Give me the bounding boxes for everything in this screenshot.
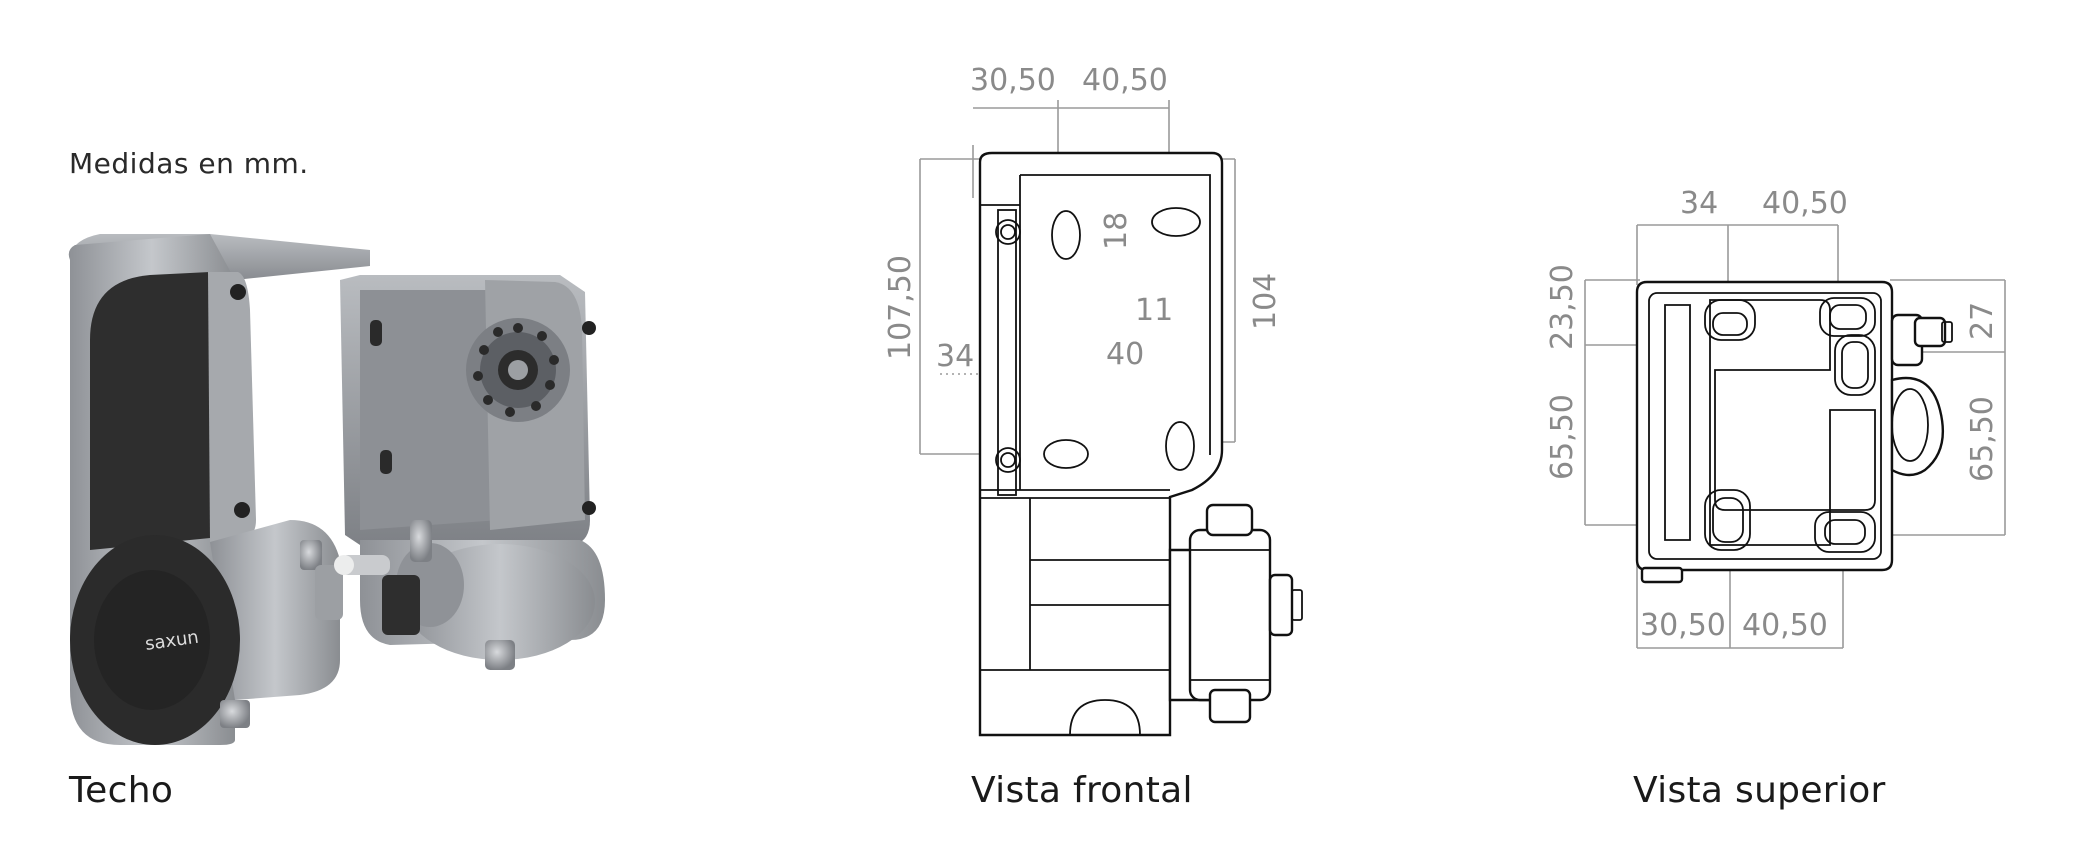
top-dim-left-bottom: 65,50 xyxy=(1545,394,1580,480)
front-view-drawing: 30,50 40,50 18 11 107,50 34 40 104 xyxy=(883,63,1303,737)
top-view-outline xyxy=(1635,280,1953,584)
screw-icon xyxy=(582,321,596,335)
front-dim-mid-right: 40 xyxy=(1106,337,1144,372)
front-dim-top-left: 30,50 xyxy=(970,63,1056,98)
top-dim-bottom-left: 30,50 xyxy=(1640,608,1726,643)
screw-icon xyxy=(234,502,250,518)
measurement-unit-note: Medidas en mm. xyxy=(69,147,309,180)
caption-techo: Techo xyxy=(69,770,174,811)
front-view-outline xyxy=(978,151,1303,737)
top-dim-left-top: 23,50 xyxy=(1545,264,1580,350)
caption-vista-superior: Vista superior xyxy=(1633,770,1886,811)
front-dim-top-right: 40,50 xyxy=(1082,63,1168,98)
top-view-drawing: 34 40,50 23,50 65,50 27 65,50 30,50 40,5… xyxy=(1545,186,2006,649)
product-render: saxun xyxy=(68,234,605,745)
front-dim-total-height: 107,50 xyxy=(883,255,918,360)
top-dim-bottom-right: 40,50 xyxy=(1742,608,1828,643)
caption-vista-frontal: Vista frontal xyxy=(971,770,1193,811)
top-dim-right-top: 27 xyxy=(1965,302,2000,340)
screw-icon xyxy=(582,501,596,515)
top-dim-top-right: 40,50 xyxy=(1762,186,1848,221)
screw-icon xyxy=(230,284,246,300)
front-dim-slot-height: 18 xyxy=(1099,212,1134,250)
front-dim-right-height: 104 xyxy=(1248,273,1283,330)
front-dim-slot-width: 11 xyxy=(1135,293,1173,328)
top-dim-top-left: 34 xyxy=(1680,186,1718,221)
open-unit xyxy=(334,275,605,670)
front-dim-mid-left: 34 xyxy=(936,339,974,374)
top-dim-right-bottom: 65,50 xyxy=(1965,396,2000,482)
closed-unit: saxun xyxy=(68,234,370,745)
